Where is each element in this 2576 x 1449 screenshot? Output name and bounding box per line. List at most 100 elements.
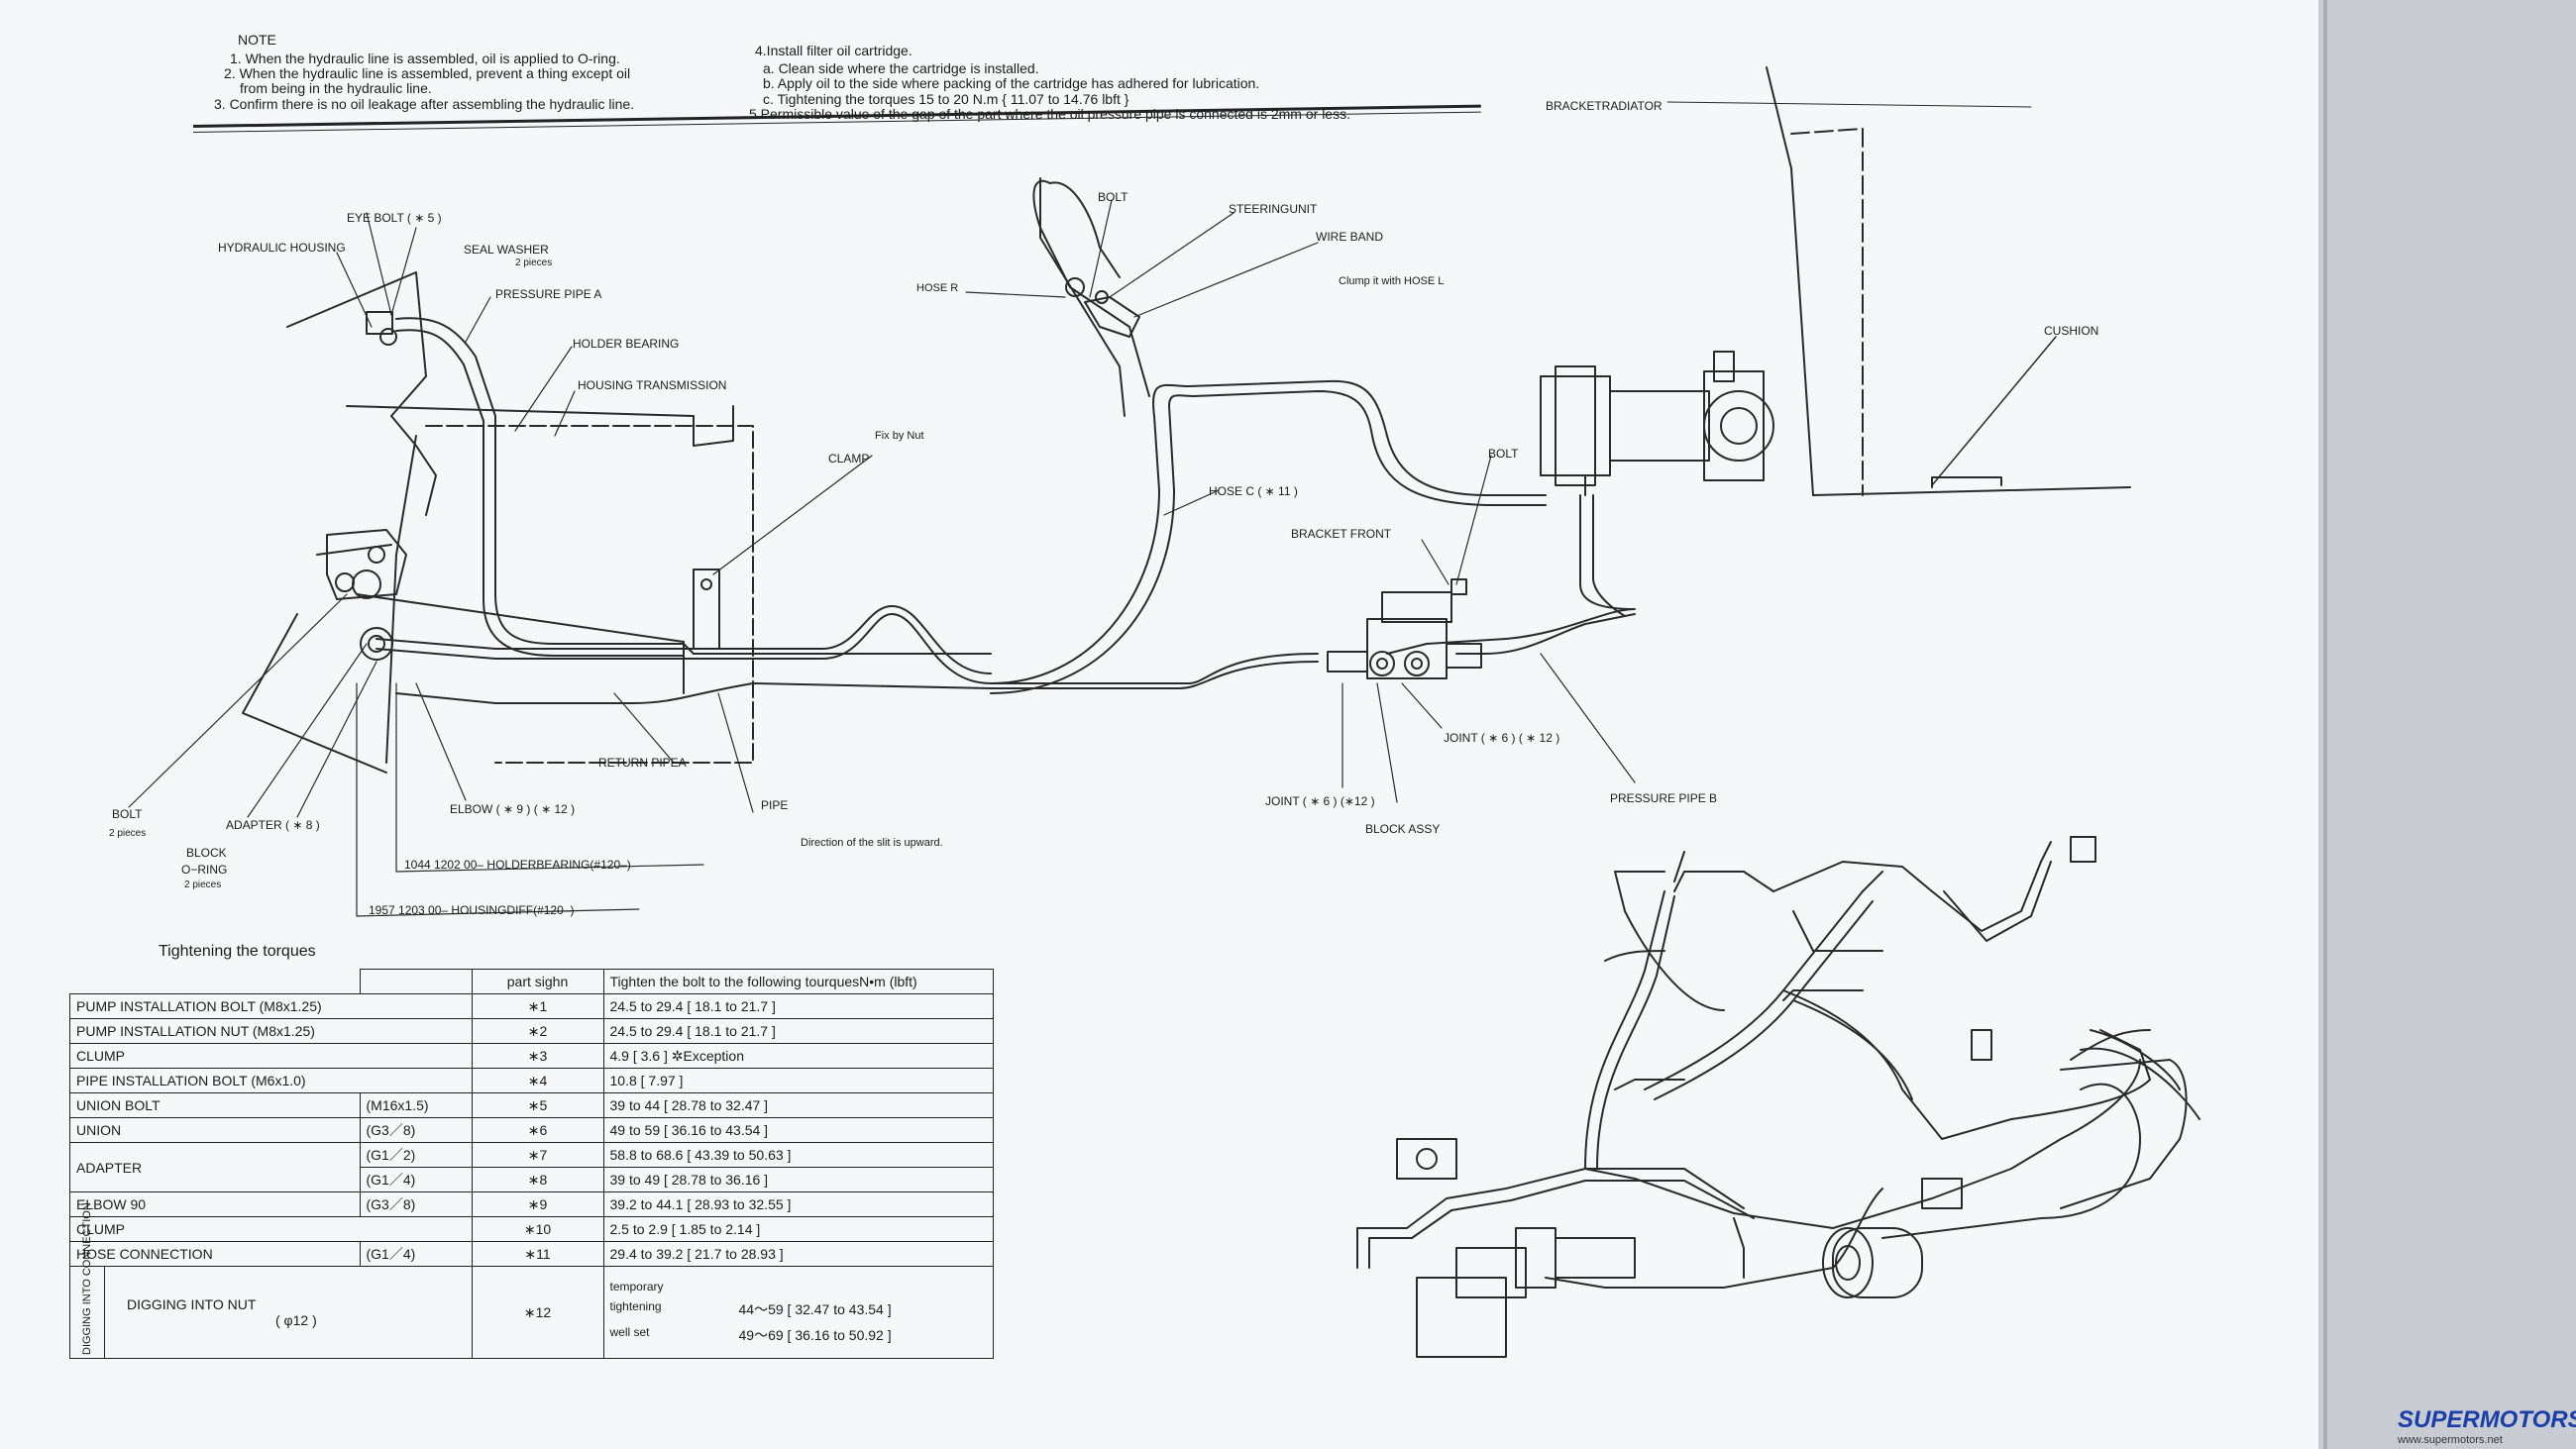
row-spec: (G3／8) bbox=[359, 1117, 473, 1143]
note-item: 1. When the hydraulic line is assembled,… bbox=[230, 51, 620, 66]
label-bolt-left-sub: 2 pieces bbox=[109, 828, 147, 839]
digging-name: DIGGING INTO NUT bbox=[127, 1296, 257, 1312]
table-row: PUMP INSTALLATION NUT (M8x1.25) ∗2 24.5 … bbox=[69, 1018, 994, 1044]
logo-url: www.supermotors.net bbox=[2398, 1434, 2503, 1446]
label-eye-bolt: EYE BOLT ( ∗ 5 ) bbox=[347, 211, 442, 225]
row-sign: ∗7 bbox=[471, 1142, 604, 1168]
row-sign: ∗9 bbox=[471, 1191, 604, 1217]
row-value: 2.5 to 2.9 [ 1.85 to 2.14 ] bbox=[602, 1216, 994, 1242]
isometric-view bbox=[1356, 836, 2200, 1358]
row-sign: ∗6 bbox=[471, 1117, 604, 1143]
label-pipe: PIPE bbox=[761, 798, 789, 812]
header-torque: Tighten the bolt to the following tourqu… bbox=[602, 969, 994, 994]
label-pressure-pipe-a: PRESSURE PIPE A bbox=[495, 287, 602, 301]
label-o-ring: O−RING bbox=[181, 863, 228, 877]
label-return-pipe: RETURN PIPEA bbox=[598, 756, 687, 770]
label-hose-r: HOSE R bbox=[916, 282, 959, 294]
label-elbow: ELBOW ( ∗ 9 ) ( ∗ 12 ) bbox=[450, 802, 576, 816]
note-item: a. Clean side where the cartridge is ins… bbox=[763, 60, 1039, 76]
row-name: PUMP INSTALLATION BOLT (M8x1.25) bbox=[69, 993, 473, 1019]
row-sign: ∗10 bbox=[471, 1216, 604, 1242]
row-spec: (M16x1.5) bbox=[359, 1092, 473, 1118]
note-item: from being in the hydraulic line. bbox=[240, 80, 432, 96]
digging-values: temporary tightening 44〜59 [ 32.47 to 43… bbox=[602, 1266, 994, 1359]
row-value: 58.8 to 68.6 [ 43.39 to 50.63 ] bbox=[602, 1142, 994, 1168]
torque-table-title: Tightening the torques bbox=[159, 943, 316, 960]
row-value: 29.4 to 39.2 [ 21.7 to 28.93 ] bbox=[602, 1241, 994, 1267]
row-sign: ∗8 bbox=[471, 1167, 604, 1192]
table-row-digging: DIGGING INTO CONNECTION DIGGING INTO NUT… bbox=[69, 1202, 994, 1359]
table-row: ELBOW 90 (G3／8) ∗9 39.2 to 44.1 [ 28.93 … bbox=[69, 1191, 994, 1217]
digging-sub: ( φ12 ) bbox=[275, 1312, 317, 1328]
label-pipe-note: Direction of the slit is upward. bbox=[801, 837, 943, 849]
digging-tightening-label: tightening bbox=[609, 1299, 662, 1313]
table-surface bbox=[2318, 0, 2576, 1449]
label-holder-bearing: HOLDER BEARING bbox=[573, 337, 680, 351]
row-name: PIPE INSTALLATION BOLT (M6x1.0) bbox=[69, 1068, 473, 1093]
digging-wellset-label: well set bbox=[609, 1325, 650, 1339]
row-name: UNION bbox=[69, 1117, 361, 1143]
label-seal-washer-sub: 2 pieces bbox=[515, 258, 553, 268]
label-joint-left: JOINT ( ∗ 6 ) (∗12 ) bbox=[1265, 794, 1375, 808]
row-sign: ∗5 bbox=[471, 1092, 604, 1118]
table-row: HOSE CONNECTION (G1／4) ∗11 29.4 to 39.2 … bbox=[69, 1241, 994, 1267]
row-value: 49 to 59 [ 36.16 to 43.54 ] bbox=[602, 1117, 994, 1143]
label-bracket-radiator: BRACKETRADIATOR bbox=[1546, 99, 1663, 113]
digging-name-cell: DIGGING INTO CONNECTION DIGGING INTO NUT… bbox=[69, 1202, 473, 1359]
row-sign: ∗4 bbox=[471, 1068, 604, 1093]
logo-brand: SUPERMOTORS bbox=[2398, 1406, 2576, 1433]
label-clamp: CLAMP bbox=[828, 452, 870, 466]
digging-temporary: temporary bbox=[609, 1280, 664, 1294]
row-name: HOSE CONNECTION bbox=[69, 1241, 361, 1267]
row-spec: (G1／4) bbox=[359, 1241, 473, 1267]
row-value: 24.5 to 29.4 [ 18.1 to 21.7 ] bbox=[602, 1018, 994, 1044]
row-name: ELBOW 90 bbox=[69, 1191, 361, 1217]
row-value: 10.8 [ 7.97 ] bbox=[602, 1068, 994, 1093]
sheet-edge bbox=[2323, 0, 2327, 1449]
row-spec: (G3／8) bbox=[359, 1191, 473, 1217]
label-bolt-top: BOLT bbox=[1098, 190, 1128, 204]
label-ref-holderbearing: 1044 1202 00– HOLDERBEARING(#120–) bbox=[404, 858, 631, 872]
radiator-bracket-line bbox=[1766, 66, 1814, 496]
table-row: PUMP INSTALLATION BOLT (M8x1.25) ∗1 24.5… bbox=[69, 993, 994, 1019]
digging-wellset-value: 49〜69 [ 36.16 to 50.92 ] bbox=[738, 1327, 892, 1343]
label-clamp-hose-l: Clump it with HOSE L bbox=[1339, 275, 1445, 287]
torque-table: part sighn Tighten the bolt to the follo… bbox=[69, 969, 994, 1359]
row-sign: ∗1 bbox=[471, 993, 604, 1019]
digging-vertical-label: DIGGING INTO CONNECTION bbox=[81, 1202, 93, 1355]
label-bolt-left: BOLT bbox=[112, 807, 143, 821]
note-item: 4.Install filter oil cartridge. bbox=[755, 43, 912, 58]
note-item: c. Tightening the torques 15 to 20 N.m {… bbox=[763, 91, 1129, 107]
row-value: 39.2 to 44.1 [ 28.93 to 32.55 ] bbox=[602, 1191, 994, 1217]
row-value: 39 to 44 [ 28.78 to 32.47 ] bbox=[602, 1092, 994, 1118]
label-adapter: ADAPTER ( ∗ 8 ) bbox=[226, 818, 320, 832]
table-row: PIPE INSTALLATION BOLT (M6x1.0) ∗4 10.8 … bbox=[69, 1068, 994, 1093]
row-name: CLUMP bbox=[69, 1043, 473, 1069]
label-joint-right: JOINT ( ∗ 6 ) ( ∗ 12 ) bbox=[1444, 731, 1560, 745]
table-row: UNION BOLT (M16x1.5) ∗5 39 to 44 [ 28.78… bbox=[69, 1092, 994, 1118]
table-row: CLUMP ∗3 4.9 [ 3.6 ] ✲Exception bbox=[69, 1043, 994, 1069]
label-steering-unit: STEERINGUNIT bbox=[1229, 202, 1318, 216]
row-name: ADAPTER bbox=[69, 1142, 361, 1192]
label-seal-washer: SEAL WASHER bbox=[464, 243, 549, 257]
note-item: 3. Confirm there is no oil leakage after… bbox=[214, 96, 635, 112]
row-value: 39 to 49 [ 28.78 to 36.16 ] bbox=[602, 1167, 994, 1192]
row-sign: ∗3 bbox=[471, 1043, 604, 1069]
note-title: NOTE bbox=[238, 32, 276, 48]
note-item: b. Apply oil to the side where packing o… bbox=[763, 75, 1260, 91]
table-row: UNION (G3／8) ∗6 49 to 59 [ 36.16 to 43.5… bbox=[69, 1117, 994, 1143]
row-sign: ∗11 bbox=[471, 1241, 604, 1267]
row-sign: ∗2 bbox=[471, 1018, 604, 1044]
row-spec: (G1／4) bbox=[359, 1167, 473, 1192]
table-header-row: part sighn Tighten the bolt to the follo… bbox=[69, 969, 994, 994]
label-housing-transmission: HOUSING TRANSMISSION bbox=[578, 378, 727, 392]
label-block-assy: BLOCK ASSY bbox=[1365, 822, 1441, 836]
digging-tightening-value: 44〜59 [ 32.47 to 43.54 ] bbox=[738, 1301, 892, 1317]
label-hose-c: HOSE C ( ∗ 11 ) bbox=[1209, 484, 1298, 498]
label-hydraulic-housing: HYDRAULIC HOUSING bbox=[218, 241, 346, 255]
table-row: ADAPTER (G1／2) ∗7 58.8 to 68.6 [ 43.39 t… bbox=[69, 1142, 994, 1192]
label-wire-band: WIRE BAND bbox=[1316, 230, 1384, 244]
row-value: 4.9 [ 3.6 ] ✲Exception bbox=[602, 1043, 994, 1069]
label-o-ring-sub: 2 pieces bbox=[184, 880, 222, 890]
